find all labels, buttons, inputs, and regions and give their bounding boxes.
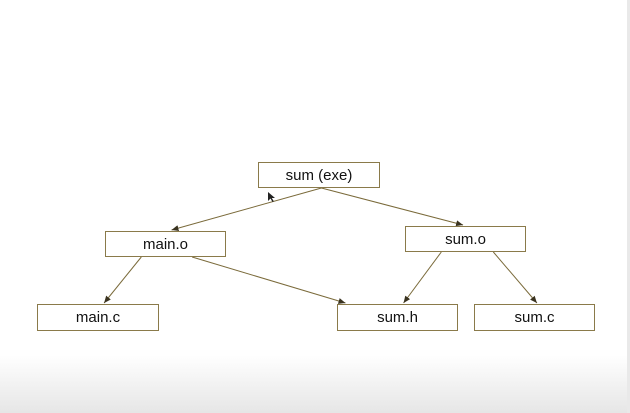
node-main-o: main.o <box>105 231 226 257</box>
node-sum-h: sum.h <box>337 304 458 331</box>
edge-main-o-to-sum-h <box>191 256 346 304</box>
node-sum-c-label: sum.c <box>514 309 555 326</box>
node-sum-exe: sum (exe) <box>258 162 380 188</box>
edge-sum-o-to-sum-h <box>403 251 442 304</box>
node-sum-o-label: sum.o <box>445 230 486 248</box>
edge-main-o-to-main-c <box>103 256 142 304</box>
node-sum-c: sum.c <box>474 304 595 331</box>
node-main-o-label: main.o <box>142 235 189 253</box>
edge-sum-exe-to-main-o <box>171 187 322 232</box>
node-main-c-label: main.c <box>75 309 121 326</box>
edge-sum-exe-to-sum-o <box>321 187 464 227</box>
mouse-pointer-icon <box>268 192 275 202</box>
node-main-c: main.c <box>37 304 159 331</box>
edge-sum-o-to-sum-c <box>492 251 538 304</box>
node-sum-h-label: sum.h <box>377 309 418 326</box>
node-sum-exe-label: sum (exe) <box>285 166 353 184</box>
node-sum-o: sum.o <box>405 226 526 252</box>
window-edge <box>627 0 630 413</box>
